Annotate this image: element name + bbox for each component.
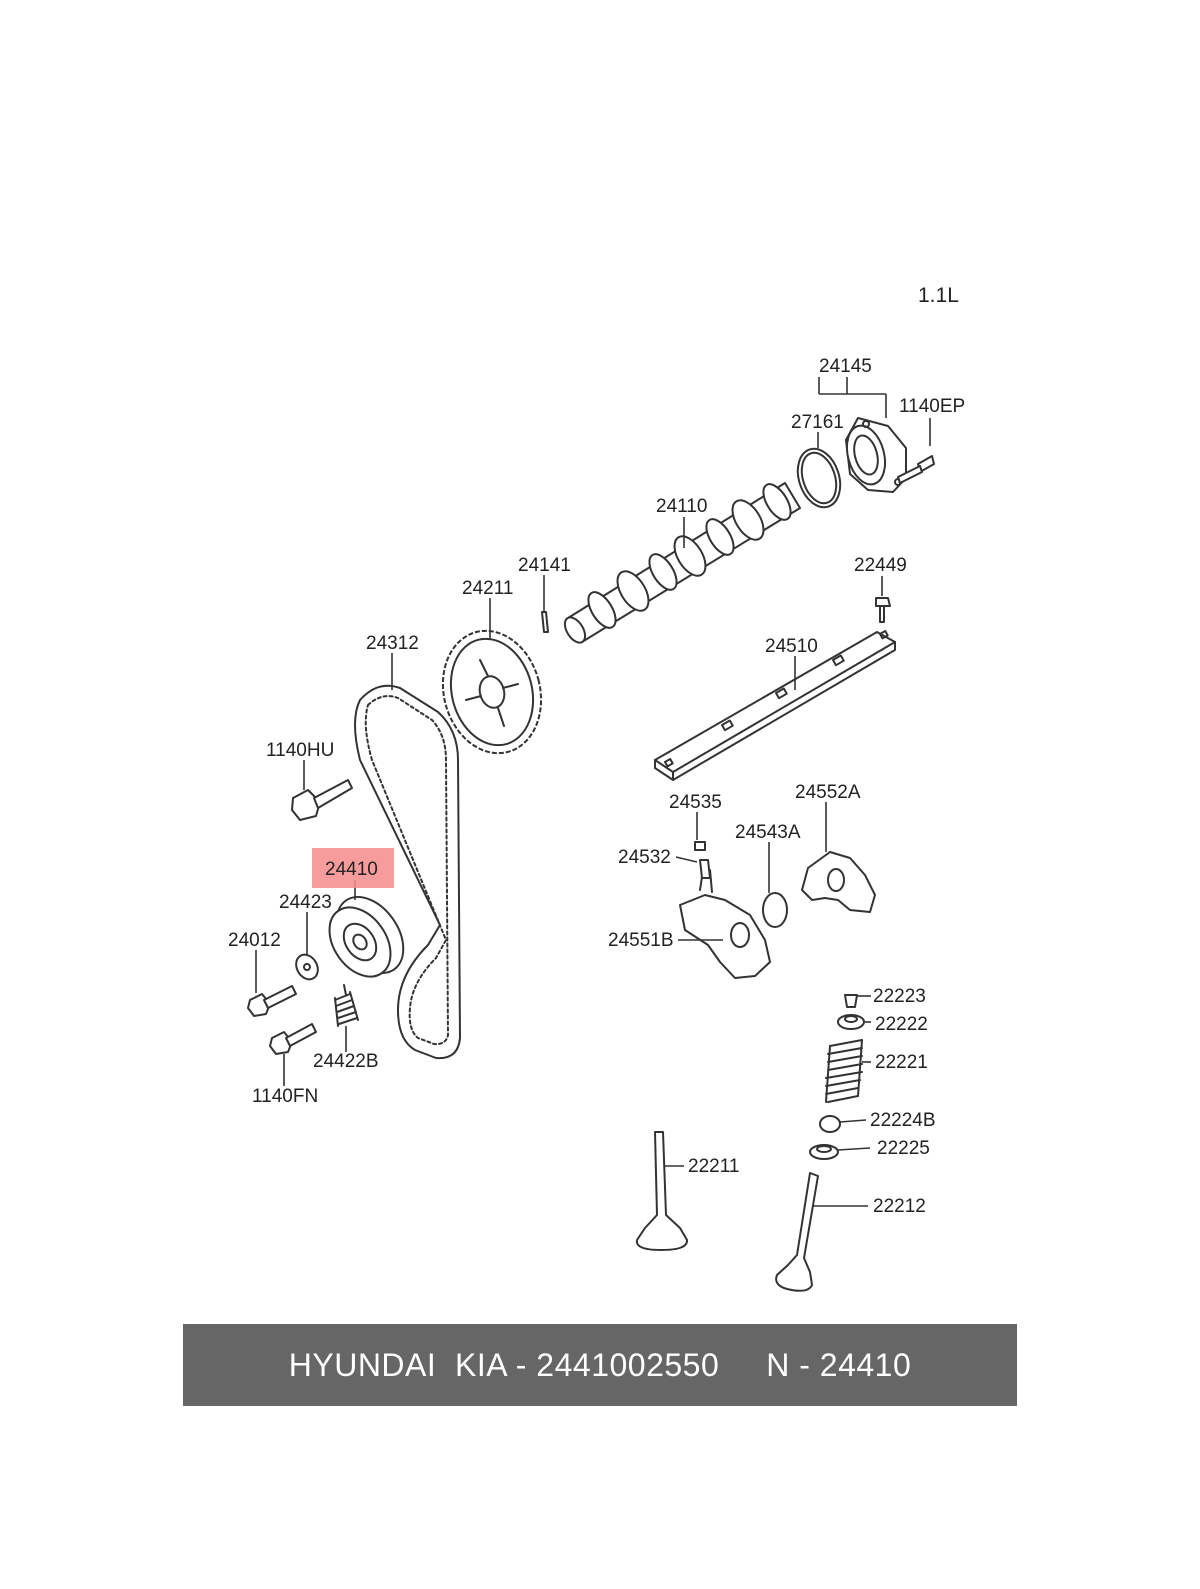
part-label-24012: 24012: [228, 930, 281, 951]
rocker-arm-24551B-part: [679, 869, 771, 979]
part-label-1140EP: 1140EP: [899, 396, 965, 417]
part-label-24110: 24110: [656, 496, 707, 517]
part-label-24312: 24312: [366, 633, 419, 654]
part-label-24552A: 24552A: [795, 782, 861, 803]
part-label-24551B: 24551B: [608, 930, 674, 951]
highlight-box: [312, 848, 394, 888]
washer-24423-part: [295, 953, 319, 981]
ring-24543A-part: [762, 892, 788, 928]
spring-24422B-part: [334, 984, 359, 1027]
pin-24141-part: [541, 611, 549, 633]
tensioner-pulley-part: [328, 896, 405, 978]
part-label-24423: 24423: [279, 892, 332, 913]
part-number-banner: HYUNDAI KIA - 2441002550 N - 24410: [183, 1324, 1017, 1406]
camshaft-sprocket-part: [441, 629, 543, 755]
valve-retainer-lock-part: [844, 994, 858, 1008]
valve-spring-seat-part: [809, 1144, 839, 1160]
bolt-24012-part: [247, 985, 297, 1017]
valve-spring-retainer-part: [837, 1014, 865, 1030]
rocker-shaft-part: [654, 630, 896, 781]
part-label-24422B: 24422B: [313, 1051, 379, 1072]
part-label-24410: 24410: [325, 859, 378, 880]
leader-lines: [255, 377, 931, 1207]
part-label-24532: 24532: [618, 847, 671, 868]
valve-stem-seal-part: [819, 1115, 841, 1133]
part-label-24211: 24211: [462, 578, 513, 599]
part-label-22449: 22449: [854, 555, 907, 576]
bolt-1140HU-part: [291, 779, 353, 821]
part-label-1140FN: 1140FN: [252, 1086, 318, 1107]
part-label-22221: 22221: [875, 1052, 928, 1073]
part-label-22222: 22222: [875, 1014, 928, 1035]
part-label-22211: 22211: [688, 1156, 739, 1177]
part-label-24535: 24535: [669, 792, 722, 813]
timing-belt-part: [354, 684, 461, 1060]
bolt-1140EP-part: [897, 455, 935, 484]
part-label-22212: 22212: [873, 1196, 926, 1217]
part-label-24510: 24510: [765, 636, 818, 657]
o-ring-27161-part: [796, 447, 842, 509]
rocker-arm-24552A-part: [801, 851, 876, 913]
valve-22211-part: [635, 1131, 688, 1251]
part-label-22223: 22223: [873, 986, 926, 1007]
part-label-22224B: 22224B: [870, 1110, 936, 1131]
valve-22212-part: [775, 1172, 819, 1292]
part-label-24145: 24145: [819, 356, 872, 377]
camshaft-cover-part: [845, 417, 907, 493]
part-label-22225: 22225: [877, 1138, 930, 1159]
nut-24535-part: [694, 841, 706, 851]
part-label-24543A: 24543A: [735, 822, 801, 843]
part-label-24141: 24141: [518, 555, 571, 576]
screw-24532-part: [699, 859, 711, 879]
engine-size-label: 1.1L: [918, 284, 959, 307]
bolt-1140FN-part: [269, 1023, 317, 1055]
part-label-1140HU: 1140HU: [266, 740, 334, 761]
bolt-22449-part: [875, 597, 891, 623]
camshaft-part: [563, 482, 801, 644]
part-label-27161: 27161: [791, 412, 844, 433]
valve-spring-part: [825, 1039, 863, 1103]
